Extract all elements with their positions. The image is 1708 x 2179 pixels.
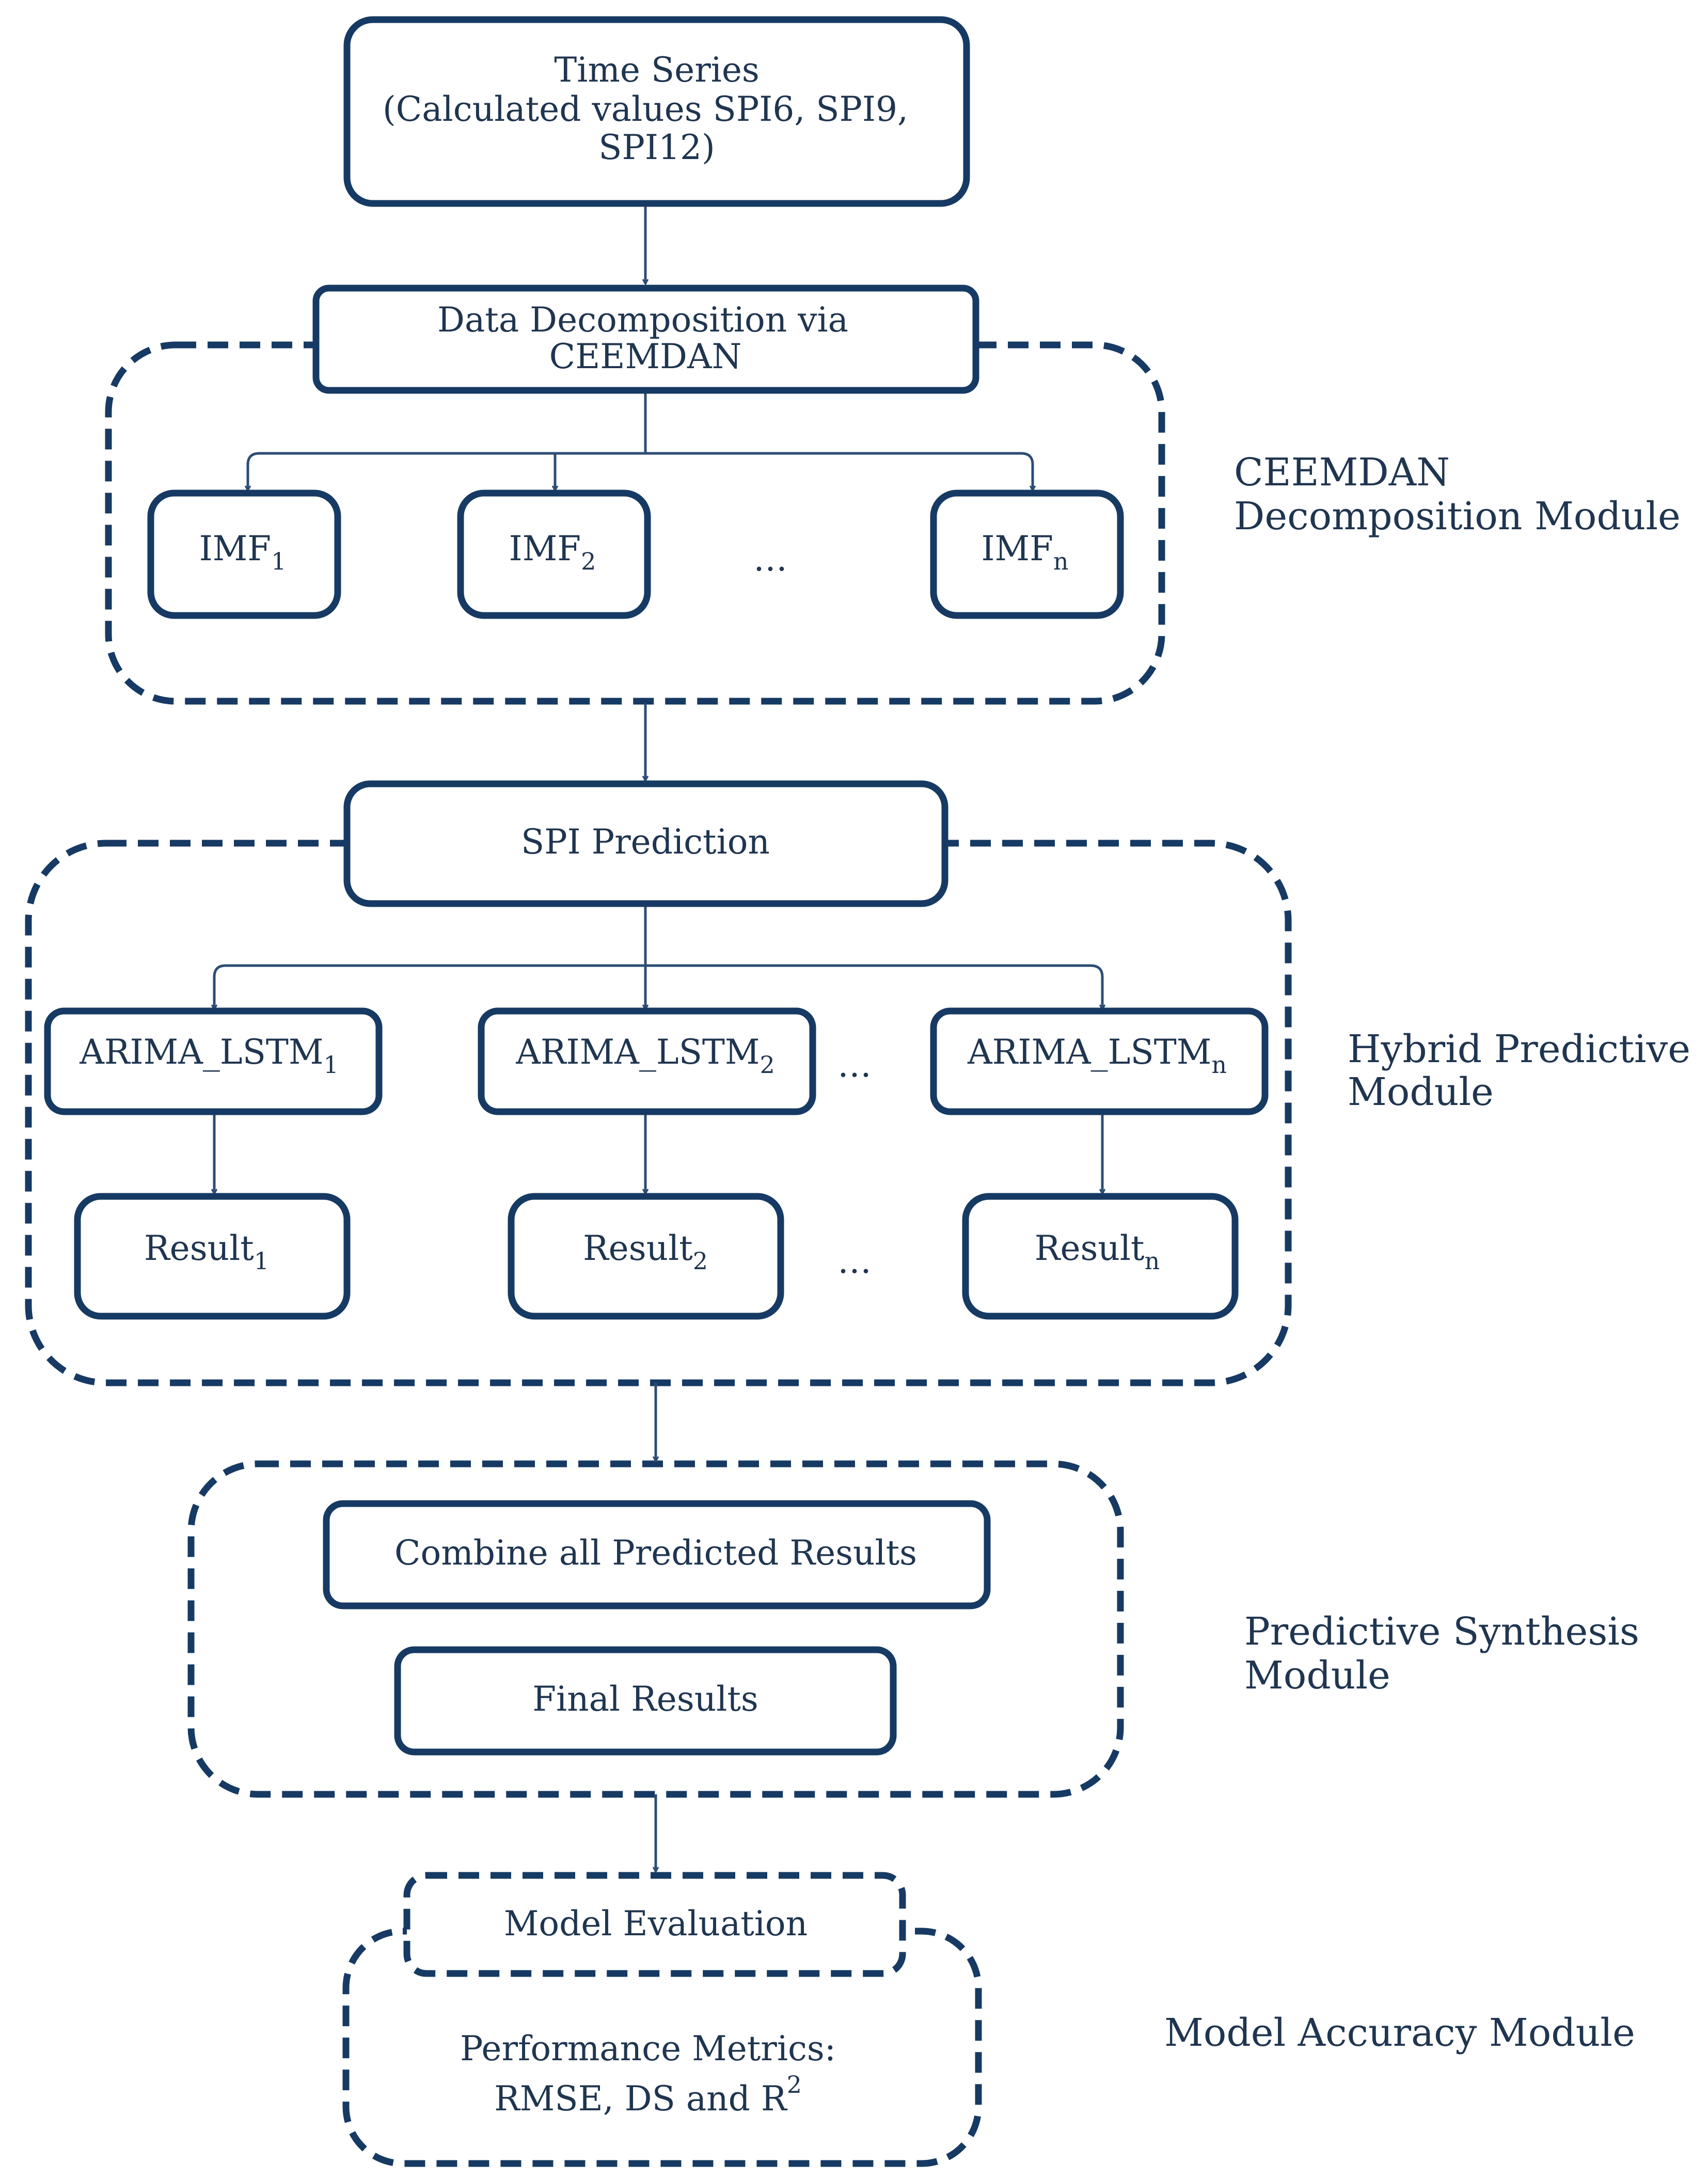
result-ellipsis: … — [837, 1241, 872, 1281]
imf-1-box — [147, 490, 341, 619]
prediction-branches — [213, 964, 1104, 1009]
result-1-box — [74, 1193, 351, 1320]
data-decomposition-title-line1: Data Decomposition via — [437, 300, 848, 340]
result-n-label: Resultn — [1035, 1228, 1160, 1275]
result-2-box — [508, 1193, 784, 1320]
result-1-label: Result1 — [144, 1228, 269, 1275]
synthesis-module-label-line2: Module — [1244, 1653, 1390, 1698]
arima-lstm-2-box — [478, 1007, 816, 1115]
time-series-detail-line1: (Calculated values SPI6, SPI9, — [383, 89, 908, 129]
time-series-title: Time Series — [554, 50, 760, 90]
imf-n-label: IMFn — [981, 529, 1068, 575]
arima-lstm-2-label: ARIMA_LSTM2 — [515, 1032, 775, 1079]
model-evaluation-label: Model Evaluation — [504, 1904, 808, 1944]
performance-metrics-line1: Performance Metrics: — [460, 2029, 836, 2069]
hybrid-module-label-line2: Module — [1348, 1070, 1494, 1114]
arima-lstm-n-label: ARIMA_LSTMn — [967, 1032, 1227, 1079]
arima-lstm-1-label: ARIMA_LSTM1 — [79, 1032, 339, 1079]
time-series-detail-line2: SPI12) — [598, 128, 715, 167]
imf-ellipsis: … — [753, 539, 787, 579]
imf-2-box — [457, 490, 651, 619]
imf-1-label: IMF1 — [199, 529, 287, 575]
result-n-box — [962, 1193, 1239, 1320]
imf-2-label: IMF2 — [509, 529, 596, 575]
arima-lstm-n-box — [930, 1007, 1269, 1115]
arima-lstm-ellipsis: … — [837, 1045, 872, 1085]
time-series-box — [343, 16, 970, 207]
spi-prediction-box — [343, 780, 948, 907]
model-evaluation-box — [403, 1872, 906, 1977]
synthesis-module-container — [187, 1460, 1124, 1798]
data-decomposition-box — [312, 285, 979, 394]
combine-results-box — [323, 1500, 991, 1609]
imf-n-box — [930, 490, 1124, 619]
performance-metrics-line2: RMSE, DS and R2 — [494, 2071, 802, 2119]
synthesis-module-label-line1: Predictive Synthesis — [1244, 1609, 1639, 1654]
final-results-label: Final Results — [532, 1679, 758, 1719]
decomposition-branches — [246, 452, 1034, 491]
data-decomposition-title-line2: CEEMDAN — [549, 337, 742, 376]
final-results-box — [394, 1646, 897, 1756]
hybrid-module-label-line1: Hybrid Predictive — [1348, 1027, 1690, 1071]
ceemdan-module-label-line2: Decomposition Module — [1234, 494, 1681, 539]
combine-results-label: Combine all Predicted Results — [394, 1533, 917, 1573]
spi-prediction-title: SPI Prediction — [521, 822, 770, 862]
arima-lstm-1-box — [44, 1007, 383, 1115]
accuracy-module-label: Model Accuracy Module — [1164, 2011, 1635, 2055]
connectors — [214, 206, 1102, 1872]
ceemdan-module-label-line1: CEEMDAN — [1234, 450, 1450, 495]
result-2-label: Result2 — [583, 1228, 708, 1275]
